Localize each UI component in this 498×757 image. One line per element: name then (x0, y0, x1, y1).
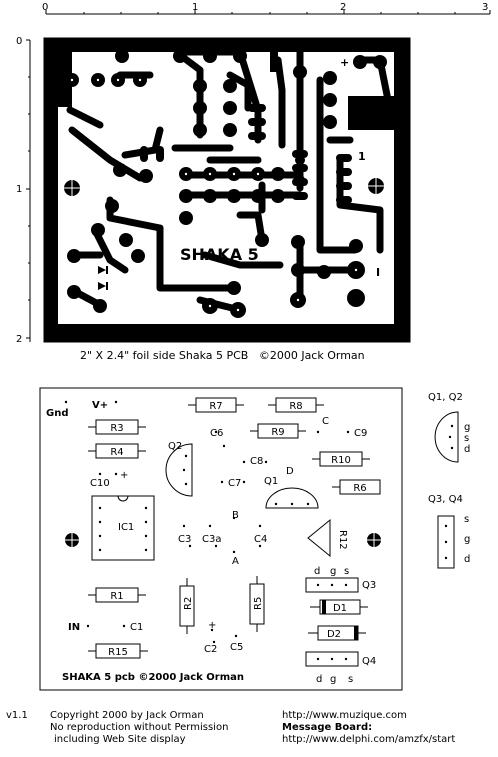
dgs-top-s: s (344, 566, 349, 577)
mounting-hole-right (366, 176, 386, 196)
foil-mark-I: I (376, 266, 380, 279)
d1-label: D1 (333, 603, 347, 614)
r4-label: R4 (110, 447, 123, 458)
c9-label: C9 (354, 428, 367, 439)
a-label: A (232, 556, 239, 567)
plus-mark-1: + (120, 470, 128, 481)
r2-label: R2 (183, 597, 194, 610)
r10-label: R10 (331, 455, 351, 466)
gnd-label: Gnd (46, 408, 69, 419)
legend-q1q2-pin-d: d (464, 444, 470, 455)
copyright-line-2: No reproduction without Permission (50, 722, 229, 733)
dgs-top-d: d (314, 566, 320, 577)
legend-q3q4-pin-d: d (464, 554, 470, 565)
message-board-heading: Message Board: (282, 722, 373, 733)
ruler-top-2: 2 (340, 2, 346, 13)
b-label: B (232, 510, 239, 521)
c7-label: C7 (228, 478, 241, 489)
q2-outline (165, 443, 193, 497)
r15-label: R15 (108, 647, 128, 658)
ruler-top-0: 0 (42, 2, 48, 13)
ruler-top-1: 1 (192, 2, 198, 13)
plus-mark-2: + (208, 620, 216, 631)
website-link[interactable]: http://www.muzique.com (282, 710, 407, 721)
foil-side-pcb: 0 1 2 3 0 1 2 (16, 2, 491, 345)
d2-label: D2 (327, 629, 341, 640)
legend-q3q4-title: Q3, Q4 (428, 494, 463, 505)
overlay-hole-right (364, 530, 384, 550)
ruler-left-0: 0 (16, 36, 22, 47)
ic1-label: IC1 (118, 522, 134, 533)
c-label: C (322, 416, 329, 427)
dgs-bottom-s: s (348, 674, 353, 685)
c4-label: C4 (254, 534, 267, 545)
q3-label: Q3 (362, 580, 376, 591)
dgs-bottom-g: g (330, 674, 336, 685)
ground-frame (44, 38, 410, 342)
copyright-line-3: including Web Site display (54, 734, 186, 745)
q1-outline (265, 487, 319, 509)
legend-q3q4-pin-g: g (464, 534, 470, 545)
ruler-left-2: 2 (16, 334, 22, 345)
legend-q1q2-pin-s: s (464, 433, 469, 444)
mounting-hole-left (62, 178, 82, 198)
foil-mark-plus: + (340, 56, 349, 69)
r9-label: R9 (271, 427, 284, 438)
legend-q3q4-pin-s: s (464, 514, 469, 525)
component-overlay: R3 R4 R7 R8 R9 R10 R6 R1 R15 R2 R5 R12 I… (39, 387, 470, 691)
left-ruler (26, 39, 31, 342)
r3-label: R3 (110, 423, 123, 434)
copyright-line-1: Copyright 2000 by Jack Orman (50, 710, 204, 721)
overlay-title: SHAKA 5 pcb ©2000 Jack Orman (62, 672, 244, 683)
message-board-link[interactable]: http://www.delphi.com/amzfx/start (282, 734, 456, 745)
c8-label: C8 (250, 456, 263, 467)
ruler-top-3: 3 (482, 2, 488, 13)
r1-label: R1 (110, 591, 123, 602)
foil-board-label: SHAKA 5 (180, 245, 259, 264)
dgs-top-g: g (330, 566, 336, 577)
top-ruler (45, 10, 491, 15)
vplus-label: V+ (92, 400, 108, 411)
q2-label: Q2 (168, 441, 182, 452)
overlay-hole-left (62, 530, 82, 550)
ruler-left-1: 1 (16, 184, 22, 195)
r7-label: R7 (209, 401, 222, 412)
copyright-block: Copyright 2000 by Jack Orman No reproduc… (50, 710, 228, 746)
c10-label: C10 (90, 478, 110, 489)
links-block: http://www.muzique.com Message Board: ht… (282, 710, 455, 746)
r8-label: R8 (289, 401, 302, 412)
solder-pads (65, 49, 387, 318)
r6-label: R6 (353, 483, 366, 494)
r12-trimmer (307, 518, 331, 558)
legend-q1q2-pin-g: g (464, 422, 470, 433)
r12-label: R12 (337, 530, 348, 550)
c3-label: C3 (178, 534, 191, 545)
legend-q3q4-outline (437, 515, 455, 569)
c3a-label: C3a (202, 534, 221, 545)
version-label: v1.1 (6, 710, 28, 721)
in-label: IN (68, 622, 80, 633)
q4-label: Q4 (362, 656, 376, 667)
c1-label: C1 (130, 622, 143, 633)
c5-label: C5 (230, 642, 243, 653)
resistor-outlines (88, 397, 381, 659)
q4-outline (305, 651, 359, 667)
dgs-bottom-d: d (316, 674, 322, 685)
c6-label: C6 (210, 428, 223, 439)
q1-label: Q1 (264, 476, 278, 487)
d-label: D (286, 466, 294, 477)
q3-outline (305, 577, 359, 593)
legend-q1q2-outline (434, 411, 459, 463)
foil-caption: 2" X 2.4" foil side Shaka 5 PCB ©2000 Ja… (80, 349, 365, 362)
r5-label: R5 (253, 597, 264, 610)
diode-marks (98, 266, 108, 290)
legend-q1q2-title: Q1, Q2 (428, 392, 463, 403)
ic1-outline (91, 495, 155, 561)
c2-label: C2 (204, 644, 217, 655)
foil-mark-1: 1 (358, 150, 366, 163)
